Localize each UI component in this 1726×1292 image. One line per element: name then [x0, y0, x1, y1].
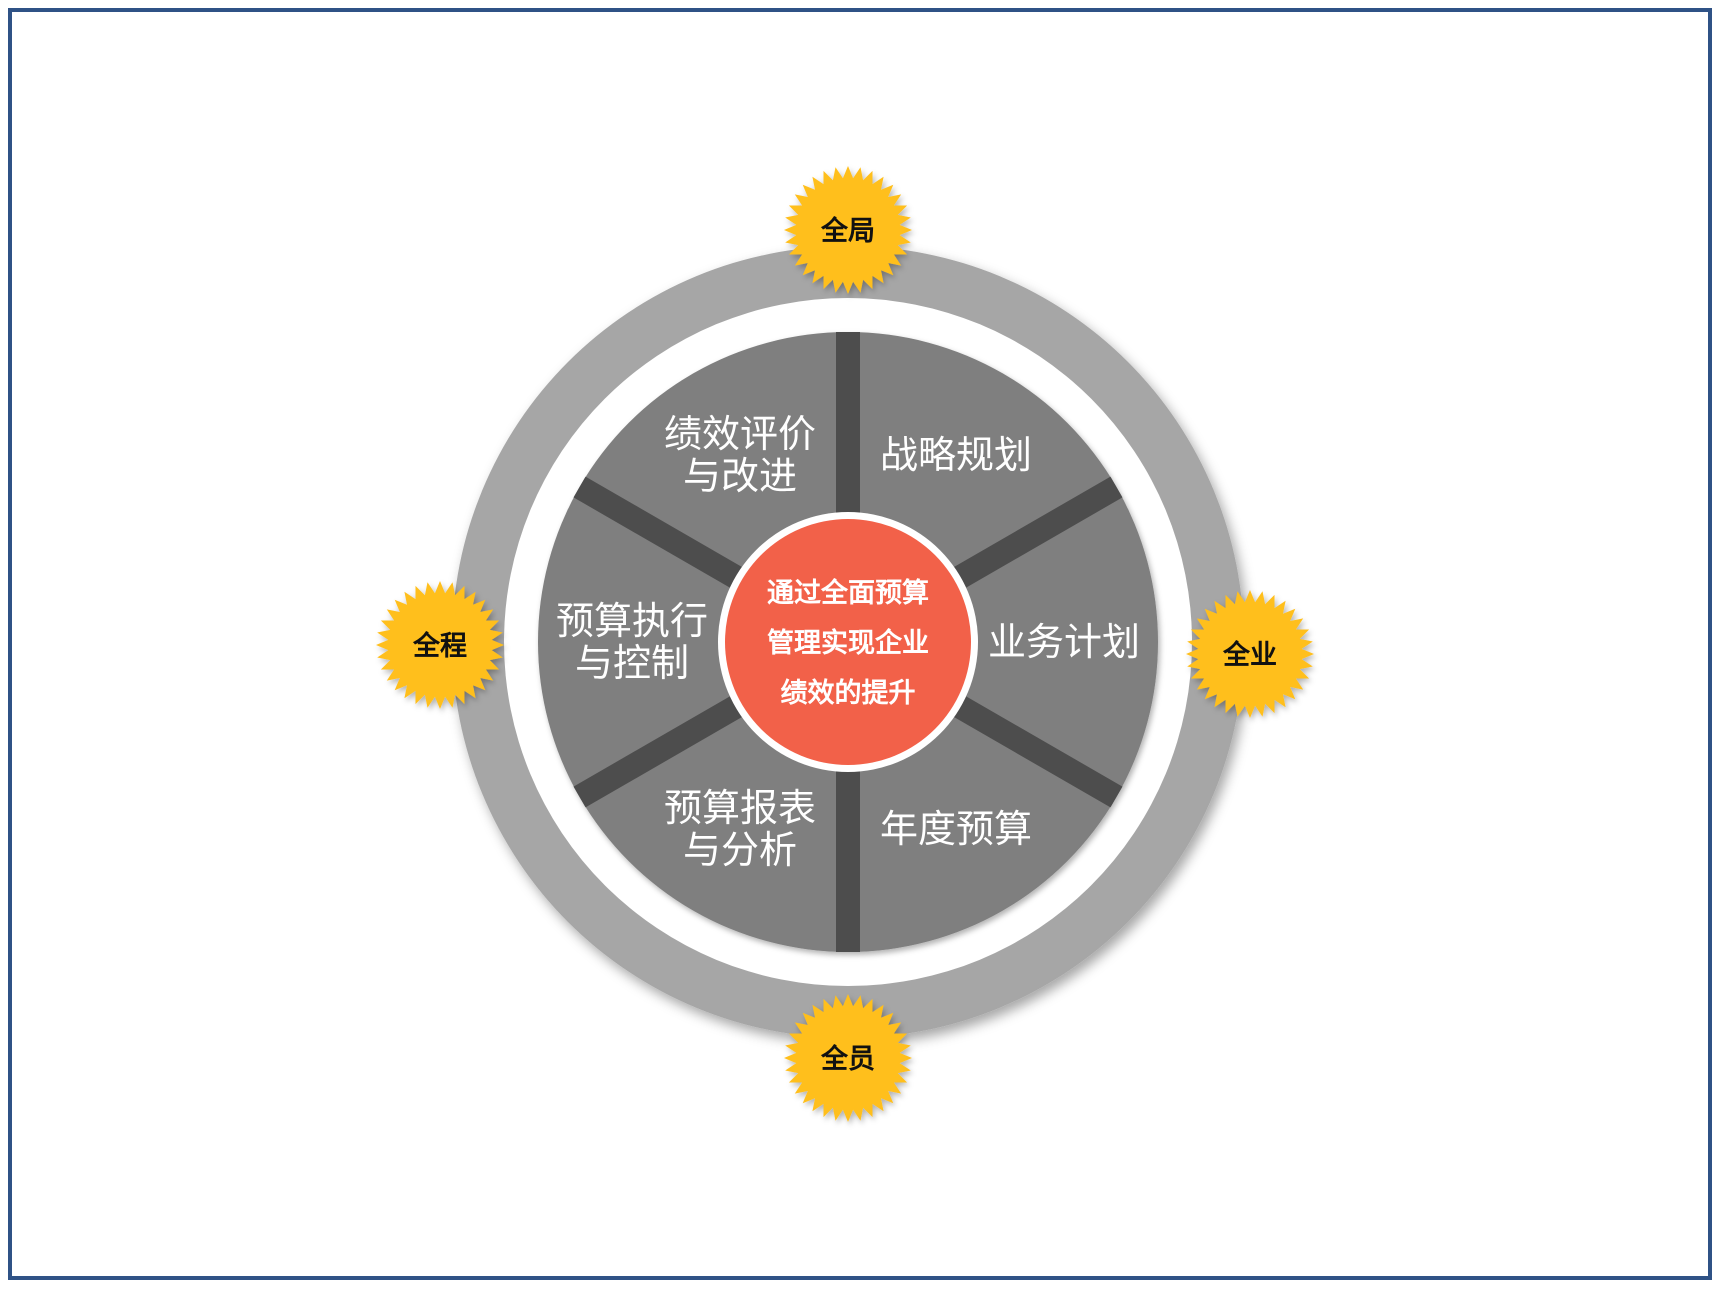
- badge-left: 全程: [376, 581, 504, 709]
- segment-label-3: 年度预算: [880, 807, 1032, 851]
- badge-top: 全局: [784, 166, 912, 294]
- segment-dividers: [573, 332, 1123, 952]
- segment-divider-6: [573, 476, 768, 603]
- badge-label-bottom: 全员: [820, 1043, 875, 1075]
- badge-label-right: 全业: [1222, 639, 1277, 671]
- segment-label-4: 预算报表与分析: [664, 786, 816, 872]
- segment-2: [848, 487, 1158, 797]
- starburst-icon: [784, 994, 912, 1122]
- segment-label-5: 预算执行与控制: [556, 599, 708, 685]
- starburst-icon: [784, 166, 912, 294]
- starburst-icon: [376, 581, 504, 709]
- segment-divider-2: [928, 476, 1123, 603]
- segment-5: [537, 487, 848, 797]
- center-line-3: 绩效的提升: [781, 677, 916, 709]
- badge-right: 全业: [1186, 590, 1314, 718]
- segment-label-2: 业务计划: [988, 620, 1140, 664]
- center-circle: [725, 519, 971, 765]
- segment-divider-5: [573, 681, 768, 808]
- segment-wheel: [537, 332, 1158, 952]
- center-line-2: 管理实现企业: [767, 627, 929, 659]
- badge-bottom: 全员: [784, 994, 912, 1122]
- badge-label-top: 全局: [820, 215, 875, 247]
- center-line-1: 通过全面预算: [767, 577, 929, 609]
- starburst-icon: [1186, 590, 1314, 718]
- segment-divider-3: [928, 681, 1123, 808]
- segment-label-6: 绩效评价与改进: [664, 412, 816, 498]
- badge-label-left: 全程: [412, 630, 467, 662]
- segment-label-1: 战略规划: [880, 433, 1032, 477]
